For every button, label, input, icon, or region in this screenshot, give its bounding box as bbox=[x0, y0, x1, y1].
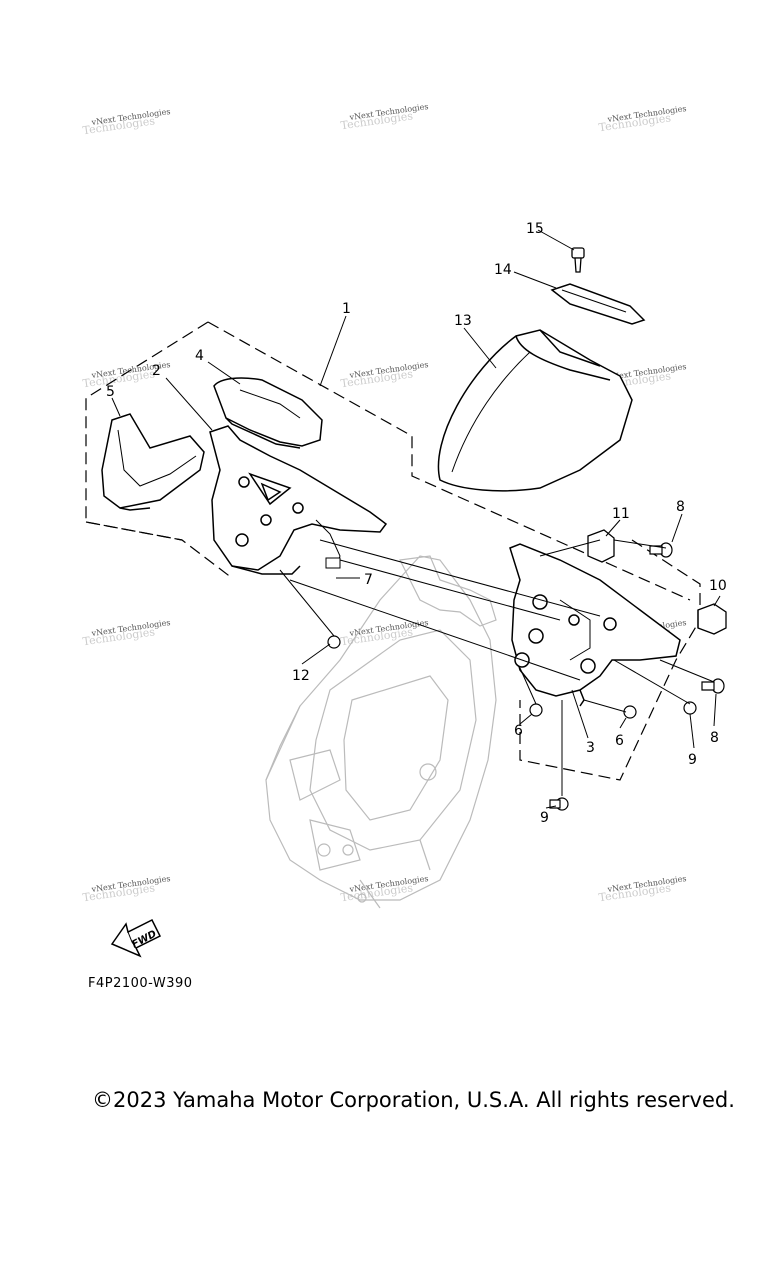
callout-15: 15 bbox=[526, 221, 544, 237]
callout-7: 7 bbox=[364, 572, 373, 588]
part-10-clip bbox=[697, 603, 727, 635]
callout-2: 2 bbox=[152, 363, 161, 379]
bolt-12 bbox=[327, 635, 341, 649]
bolt-8-upper bbox=[649, 542, 673, 558]
part-14-gasket bbox=[550, 283, 646, 325]
callout-8-upper: 8 bbox=[676, 499, 685, 515]
callout-10: 10 bbox=[709, 578, 727, 594]
callout-14: 14 bbox=[494, 262, 512, 278]
callout-8-lower: 8 bbox=[710, 730, 719, 746]
callouts: 1 2 3 4 5 6 6 7 8 8 9 9 10 11 12 13 14 1… bbox=[106, 221, 727, 826]
steering-frame bbox=[265, 555, 497, 909]
callout-6-left: 6 bbox=[514, 723, 523, 739]
callout-4: 4 bbox=[195, 348, 204, 364]
callout-12: 12 bbox=[292, 668, 310, 684]
assembly-outline-bracket bbox=[519, 539, 701, 781]
callout-9-right: 9 bbox=[688, 752, 697, 768]
leader-lines bbox=[111, 229, 721, 809]
part-13-upper-cover bbox=[437, 329, 633, 492]
part-5-v-panel bbox=[101, 413, 205, 511]
callout-3: 3 bbox=[586, 740, 595, 756]
bolt-9-lower bbox=[549, 797, 569, 811]
part-11-clip bbox=[587, 529, 615, 563]
diagram-code: F4P2100-W390 bbox=[88, 976, 193, 991]
part-3-bracket bbox=[509, 543, 681, 707]
fwd-arrow-icon: FWD bbox=[110, 918, 162, 958]
callout-5: 5 bbox=[106, 384, 115, 400]
part-15-screw bbox=[571, 247, 585, 273]
fasteners bbox=[327, 542, 725, 811]
callout-13: 13 bbox=[454, 313, 472, 329]
part-4-top-panel bbox=[213, 377, 323, 449]
part-2-front-cover bbox=[209, 425, 388, 575]
callout-11: 11 bbox=[612, 506, 630, 522]
callout-1: 1 bbox=[342, 301, 351, 317]
copyright-text: ©2023 Yamaha Motor Corporation, U.S.A. A… bbox=[92, 1088, 735, 1112]
callout-6-right: 6 bbox=[615, 733, 624, 749]
bolt-6-right bbox=[623, 705, 637, 719]
assembly-outline-cover bbox=[85, 321, 691, 601]
callout-9-lower: 9 bbox=[540, 810, 549, 826]
bolt-8-lower bbox=[701, 678, 725, 694]
